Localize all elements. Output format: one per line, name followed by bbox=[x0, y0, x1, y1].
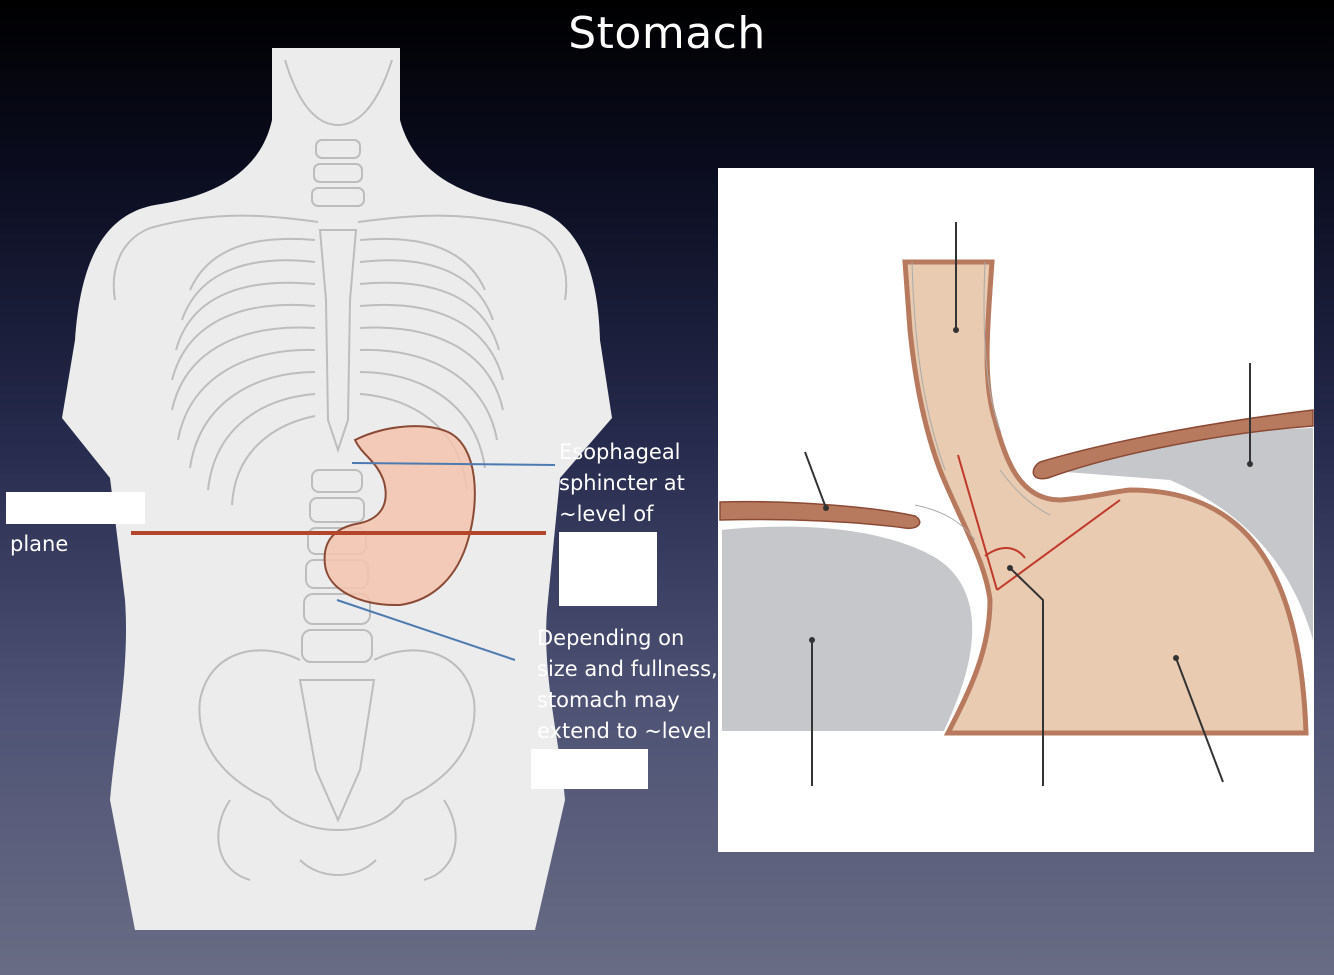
vertebra bbox=[303, 593, 371, 625]
rib bbox=[359, 259, 494, 321]
gastroesophageal-junction-diagram bbox=[718, 168, 1314, 852]
leader-dot bbox=[809, 637, 815, 643]
leader-dot bbox=[953, 327, 959, 333]
sternum bbox=[318, 229, 358, 454]
left-iliac-crest bbox=[198, 649, 301, 801]
stomach-extent-pointer-line bbox=[336, 599, 516, 661]
label-line: stomach may bbox=[537, 688, 680, 712]
rib bbox=[171, 303, 316, 381]
leader-line-junction bbox=[1009, 567, 1044, 786]
left-clavicle bbox=[149, 214, 319, 229]
stomach-shape bbox=[323, 425, 476, 607]
rib bbox=[359, 303, 504, 381]
membrane-line bbox=[914, 504, 976, 541]
right-diaphragm-band bbox=[1032, 409, 1314, 480]
left-femur-head bbox=[217, 799, 251, 881]
vertebra bbox=[309, 497, 365, 523]
right-shoulder-outline bbox=[529, 227, 568, 301]
leader-dot bbox=[1173, 655, 1179, 661]
angle-line bbox=[957, 454, 998, 591]
rib bbox=[359, 281, 500, 351]
leader-dot bbox=[1247, 461, 1253, 467]
blank-esophageal-level[interactable] bbox=[559, 532, 657, 606]
leader-dot bbox=[1007, 565, 1013, 571]
angle-arc bbox=[984, 547, 1026, 559]
right-femur-head bbox=[423, 799, 457, 881]
neck-outline bbox=[284, 59, 393, 127]
stomach-extent-label: Depending on size and fullness, stomach … bbox=[537, 623, 718, 747]
torso-silhouette bbox=[62, 48, 612, 930]
rib bbox=[359, 237, 486, 291]
blank-stomach-level[interactable] bbox=[531, 749, 648, 789]
rib bbox=[181, 259, 316, 321]
rib bbox=[189, 371, 316, 469]
cervical-vertebra bbox=[315, 139, 361, 159]
organ-right-grey bbox=[1040, 428, 1313, 640]
plane-label: plane bbox=[10, 532, 69, 556]
torso-illustration bbox=[62, 48, 612, 930]
membrane-line bbox=[911, 261, 946, 471]
rib bbox=[207, 393, 316, 491]
organ-left-grey bbox=[718, 522, 977, 735]
rib bbox=[359, 371, 486, 469]
label-line: ~level of bbox=[559, 502, 654, 526]
pelvic-inlet bbox=[269, 799, 405, 831]
esophageal-pointer-line bbox=[351, 462, 556, 466]
rib bbox=[189, 237, 316, 291]
leader-dot bbox=[823, 505, 829, 511]
sacrum bbox=[298, 679, 376, 823]
membrane-line bbox=[999, 469, 1051, 516]
label-line: size and fullness, bbox=[537, 657, 718, 681]
rib bbox=[231, 415, 316, 506]
rib bbox=[175, 281, 316, 351]
slide-title: Stomach bbox=[568, 8, 766, 59]
cervical-vertebra bbox=[311, 187, 365, 207]
left-shoulder-outline bbox=[112, 227, 151, 301]
label-line: extend to ~level bbox=[537, 719, 712, 743]
rib bbox=[171, 326, 316, 411]
blank-plane-name[interactable] bbox=[6, 492, 145, 524]
label-line: Depending on bbox=[537, 626, 685, 650]
cervical-vertebra bbox=[313, 163, 363, 183]
rib bbox=[359, 326, 504, 411]
rib bbox=[359, 348, 498, 441]
vertebra bbox=[301, 629, 373, 663]
right-clavicle bbox=[357, 214, 531, 229]
left-diaphragm-band bbox=[719, 500, 921, 530]
label-line: sphincter at bbox=[559, 471, 685, 495]
vertebra bbox=[311, 469, 363, 493]
rib bbox=[177, 348, 316, 441]
membrane-line bbox=[983, 261, 1001, 431]
esophageal-sphincter-label: Esophageal sphincter at ~level of bbox=[559, 437, 685, 530]
esophagus-stomach-body bbox=[902, 259, 1309, 736]
leader-line-stomach bbox=[1175, 657, 1224, 783]
leader-line-left-diaphragm bbox=[804, 451, 827, 509]
pubic-symphysis bbox=[299, 859, 377, 876]
label-line: Esophageal bbox=[559, 440, 681, 464]
right-iliac-crest bbox=[373, 649, 476, 801]
